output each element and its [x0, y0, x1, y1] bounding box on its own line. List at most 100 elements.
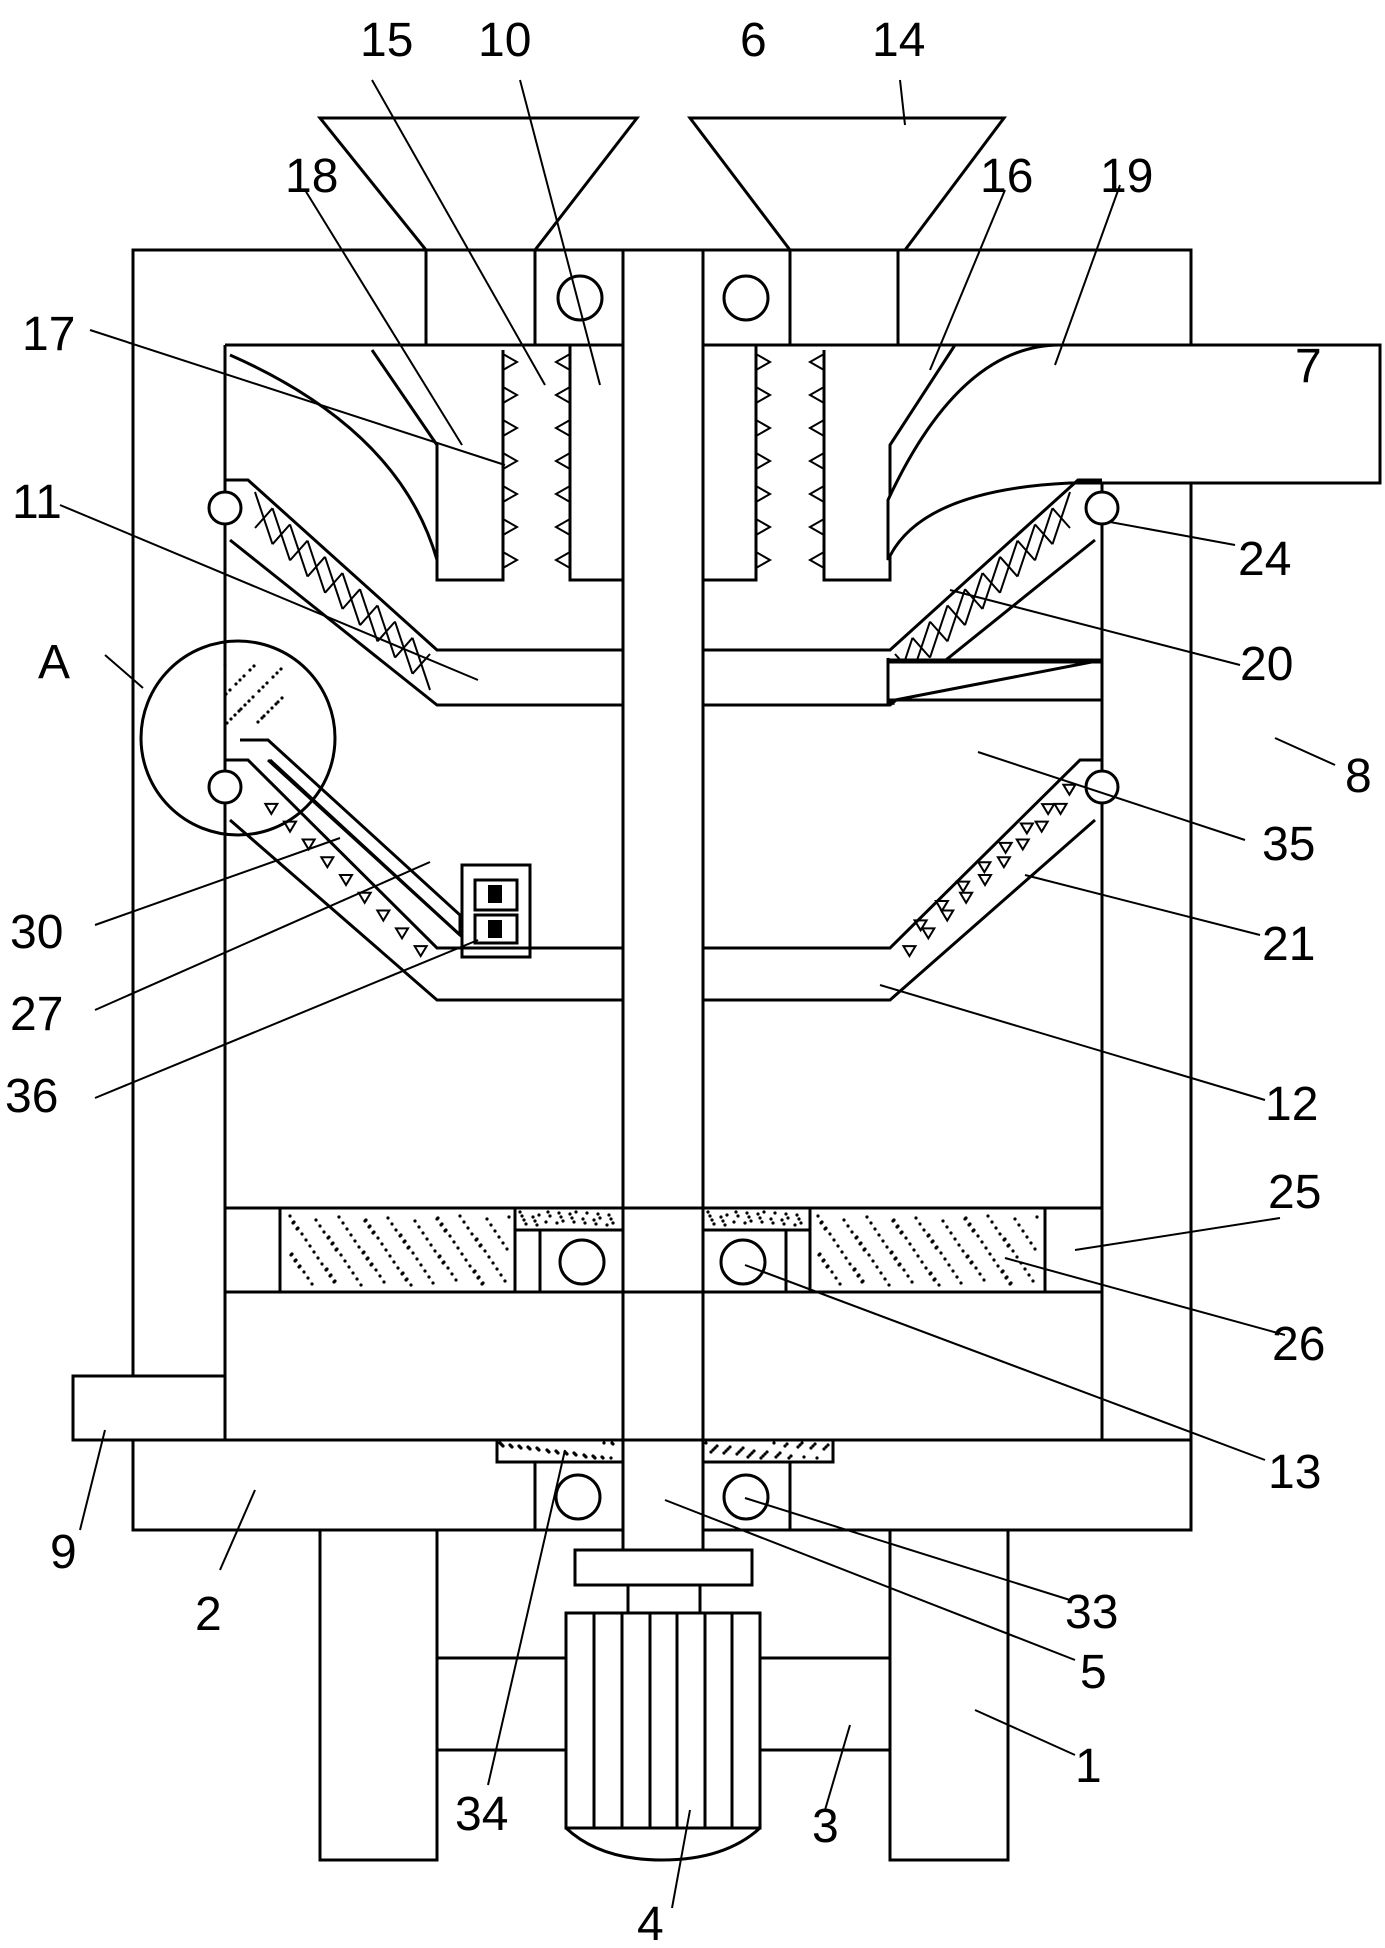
- filter-speck: [1011, 1249, 1015, 1253]
- scraper-arm: [240, 738, 532, 959]
- filter-speck: [937, 1283, 941, 1287]
- filter-speck: [427, 1275, 431, 1279]
- filter-speck: [339, 1253, 343, 1257]
- filter-speck: [413, 1219, 417, 1223]
- filter-speck: [758, 1216, 762, 1220]
- filter-speck: [846, 1224, 850, 1228]
- filter-speck: [458, 1214, 462, 1218]
- tooth: [755, 418, 773, 438]
- filter-speck: [875, 1265, 879, 1269]
- filter-speck: [228, 688, 232, 692]
- filter-speck: [233, 713, 237, 717]
- filter-speck: [489, 1223, 493, 1227]
- filter-speck: [945, 1225, 949, 1229]
- filter-speck: [920, 1260, 924, 1264]
- filter-speck: [598, 1216, 602, 1220]
- filter-speck: [433, 1249, 437, 1253]
- filter-speck: [789, 1454, 793, 1458]
- filter-speck: [722, 1451, 726, 1455]
- tooth: [807, 418, 825, 438]
- filter-speck: [902, 1268, 906, 1272]
- screen-hole: [920, 927, 937, 941]
- filter-speck: [865, 1215, 869, 1219]
- filter-speck: [593, 1456, 597, 1460]
- filter-speck: [605, 1223, 609, 1227]
- screen-hole: [977, 874, 993, 887]
- filter-speck: [930, 1240, 934, 1244]
- filter-speck: [883, 1277, 887, 1281]
- filter-speck: [421, 1231, 425, 1235]
- filter-speck: [774, 1455, 778, 1459]
- filter-speck: [821, 1259, 825, 1263]
- filter-speck: [260, 716, 264, 720]
- filter-speck: [611, 1221, 615, 1225]
- filter-speck: [609, 1217, 613, 1221]
- filter-speck: [1025, 1235, 1029, 1239]
- filter-speck: [949, 1231, 953, 1235]
- filter-speck: [785, 1442, 789, 1446]
- filter-speck: [310, 1282, 314, 1286]
- filter-speck: [448, 1234, 452, 1238]
- filter-speck: [242, 674, 246, 678]
- filter-speck: [388, 1254, 392, 1258]
- filter-speck: [592, 1218, 596, 1222]
- filter-speck: [431, 1281, 435, 1285]
- label-a: A: [38, 636, 70, 689]
- filter-speck: [345, 1227, 349, 1231]
- filter-speck: [341, 1221, 345, 1225]
- tooth: [502, 484, 520, 504]
- tooth: [807, 385, 825, 405]
- filter-speck: [953, 1237, 957, 1241]
- filter-speck: [347, 1265, 351, 1269]
- filter-speck: [499, 1273, 503, 1277]
- filter-speck: [986, 1214, 990, 1218]
- filter-speck: [912, 1248, 916, 1252]
- filter-speck: [725, 1213, 729, 1217]
- filter-speck: [811, 1444, 815, 1448]
- filter-speck: [533, 1219, 537, 1223]
- filter-speck: [710, 1218, 714, 1222]
- filter-speck: [415, 1257, 419, 1261]
- filter-speck: [365, 1257, 369, 1261]
- label-2: 2: [195, 1588, 222, 1641]
- filter-speck: [531, 1215, 535, 1219]
- filter-speck: [568, 1212, 572, 1216]
- filter-speck: [926, 1234, 930, 1238]
- screen-hole: [394, 927, 410, 941]
- label-3: 3: [812, 1800, 839, 1853]
- filter-speck: [721, 1219, 725, 1223]
- filter-speck: [838, 1282, 842, 1286]
- filter-speck: [265, 681, 269, 685]
- filter-speck: [585, 1211, 589, 1215]
- side-pivots: [207, 490, 1120, 805]
- filter-speck: [908, 1242, 912, 1246]
- tooth: [502, 550, 520, 570]
- filter-speck: [1031, 1279, 1035, 1283]
- filter-speck: [537, 1213, 541, 1217]
- filter-speck: [318, 1224, 322, 1228]
- filter-speck: [478, 1244, 482, 1248]
- filter-speck: [460, 1252, 464, 1256]
- mesh-line: [394, 637, 414, 659]
- filter-speck: [357, 1245, 361, 1249]
- filter-speck: [978, 1272, 982, 1276]
- filter-speck: [495, 1267, 499, 1271]
- filter-speck: [237, 709, 241, 713]
- filter-speck: [380, 1242, 384, 1246]
- filter-speck: [326, 1236, 330, 1240]
- filter-speck: [825, 1265, 829, 1269]
- screen-hole: [1015, 838, 1031, 852]
- tooth: [553, 418, 571, 438]
- label-9: 9: [50, 1526, 77, 1579]
- filter-speck: [759, 1456, 763, 1460]
- filter-speck: [988, 1252, 992, 1256]
- central-shaft: [621, 248, 705, 1552]
- filter-speck: [351, 1271, 355, 1275]
- filter-speck: [858, 1242, 862, 1246]
- tooth: [553, 352, 571, 372]
- filter-speck: [852, 1268, 856, 1272]
- filter-speck: [324, 1268, 328, 1272]
- filter-speck: [547, 1450, 551, 1454]
- mesh-line: [1034, 523, 1054, 545]
- screen-hole: [997, 841, 1014, 855]
